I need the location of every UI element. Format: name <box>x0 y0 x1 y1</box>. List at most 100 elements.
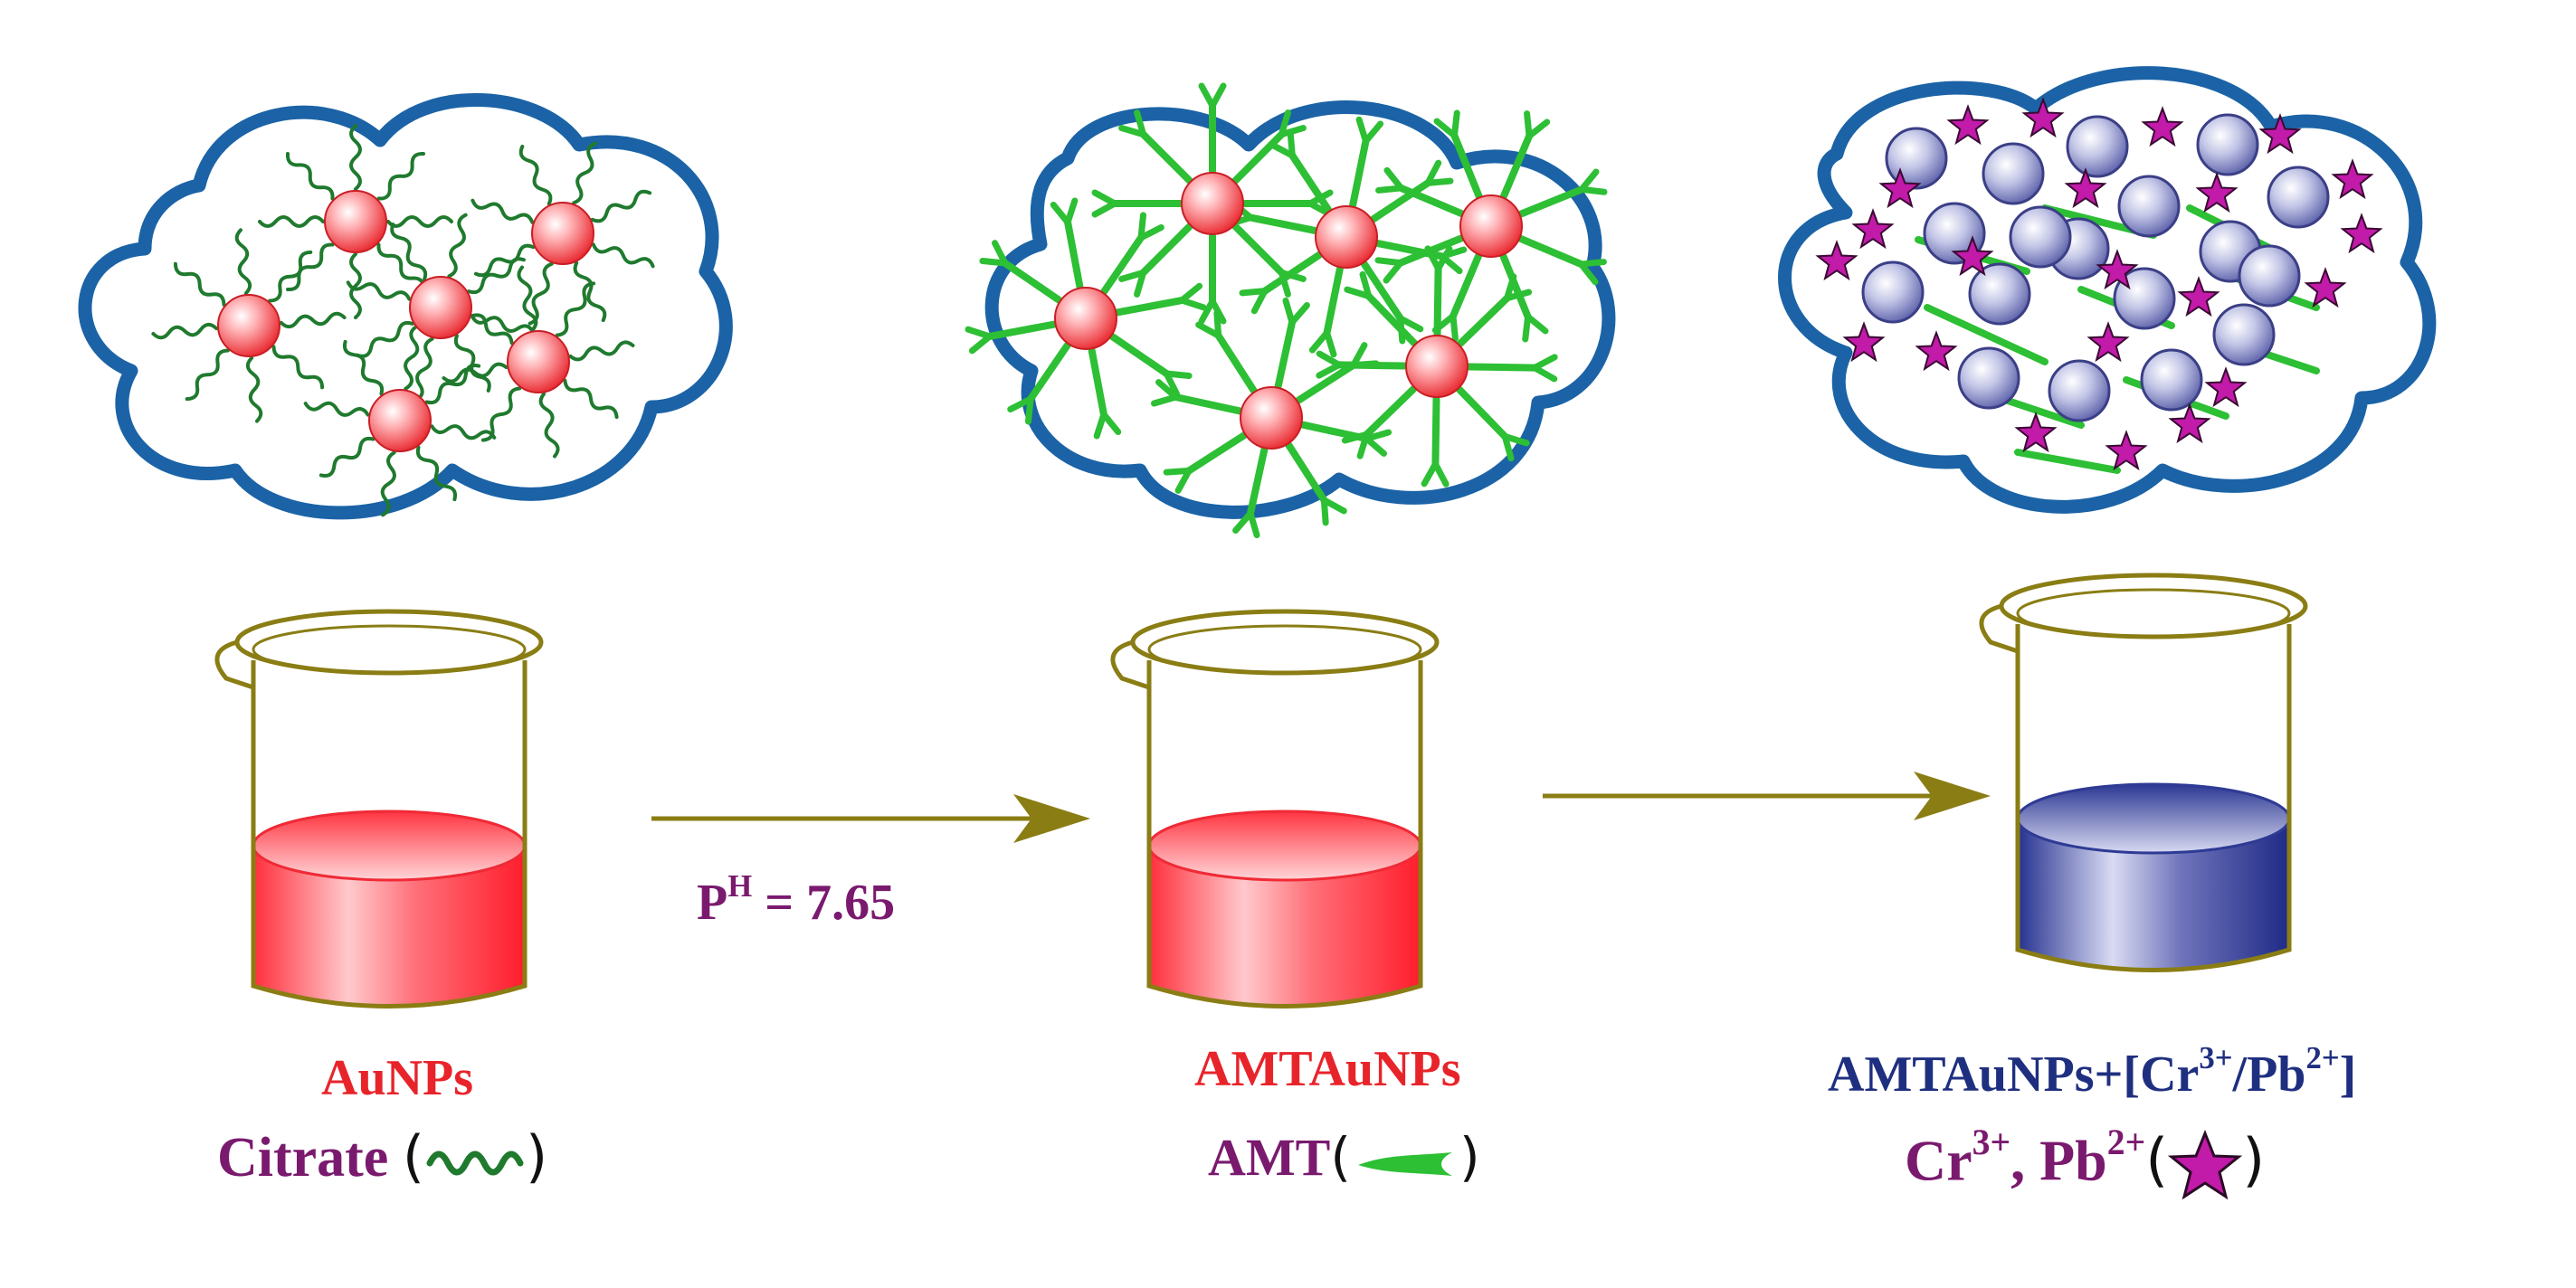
amt-ligand-fork <box>1577 260 1599 286</box>
cloud-3-aggregated-nps <box>1815 97 2383 474</box>
metal-ion-star <box>2168 402 2211 444</box>
metal-ion-star <box>2258 113 2302 155</box>
amt-ligand-fork <box>1424 245 1442 272</box>
amt-ligand-fork <box>1178 297 1207 311</box>
citrate-ligand <box>424 364 481 405</box>
metal-ion-star <box>2195 172 2239 213</box>
amt-ligand-fork <box>1435 245 1453 272</box>
amt-ligand-fork <box>1320 497 1329 526</box>
gold-nanoparticle <box>1240 386 1303 450</box>
amt-ligand-fork <box>1578 185 1608 195</box>
gold-nanoparticle <box>1405 335 1469 398</box>
metal-ion-star <box>2204 366 2248 408</box>
citrate-ligand <box>286 242 335 292</box>
amt-ligand-fork <box>1350 342 1368 369</box>
amt-ligand-fork <box>1450 312 1459 342</box>
amt-ligand-fork <box>1375 185 1405 194</box>
beaker-liquid-surface <box>1147 810 1422 882</box>
gold-nanoparticle <box>1181 172 1244 235</box>
amt-ligand-fork <box>1091 200 1118 218</box>
amt-ligand <box>1088 346 1107 419</box>
amt-ligand-fork <box>1137 212 1146 242</box>
amt-ligand-fork <box>1316 350 1343 368</box>
metal-ion-star <box>1951 235 1994 277</box>
amt-ligand <box>1231 130 1286 185</box>
citrate-ligand <box>453 334 491 393</box>
amt-ligand-icon <box>1357 1151 1452 1176</box>
amt-ligand <box>1349 137 1370 209</box>
beaker-wall <box>2015 624 2292 972</box>
amt-ligand-fork <box>1308 329 1331 354</box>
aggregated-nanoparticle <box>2212 303 2276 366</box>
amt-ligand-fork <box>1383 260 1404 284</box>
amt-ligand-fork <box>991 240 1009 267</box>
amt-ligand <box>1285 441 1328 504</box>
beaker-aggregated <box>1979 573 2308 972</box>
gold-nanoparticle <box>409 276 472 339</box>
amt-ligand <box>1274 318 1296 390</box>
citrate-ligand <box>413 336 434 402</box>
citrate-ligand <box>563 378 619 420</box>
amt-ligand <box>1499 252 1532 321</box>
amt-ligand-fork <box>1374 257 1404 267</box>
amt-ligand-fork <box>1278 109 1291 138</box>
citrate-ligand <box>590 189 652 223</box>
metal-ion-star <box>2014 412 2058 453</box>
amt-ligand-fork <box>1501 432 1515 462</box>
ions-legend: Cr3+, Pb2+() <box>1905 1122 2265 1204</box>
cloud-2-amt-aunps <box>965 82 1608 539</box>
citrate-ligand <box>470 314 536 335</box>
amt-ligand-fork <box>1007 395 1034 413</box>
gold-nanoparticle <box>1054 287 1117 350</box>
metal-ion-star <box>2141 106 2184 147</box>
metal-ion-star <box>2177 276 2220 317</box>
amt-ligand-fork <box>1178 282 1203 304</box>
aggregated-nanoparticle <box>2009 205 2072 269</box>
beaker-liquid <box>253 846 525 1007</box>
citrate-ligand <box>245 355 263 423</box>
aggregated-nanoparticle <box>2117 175 2181 238</box>
amt-ligand <box>1450 131 1483 200</box>
citrate-ligand <box>303 401 370 417</box>
amt-ligand-fork <box>1195 321 1222 339</box>
amt-ligand-fork <box>965 326 993 340</box>
amt-ligand <box>2014 449 2121 474</box>
citrate-ligand <box>415 445 457 502</box>
aggregated-nanoparticle <box>2140 348 2203 412</box>
amt-ligand-fork <box>1501 432 1530 447</box>
amt-ligand-fork <box>1155 379 1179 401</box>
citrate-ligand <box>173 261 226 307</box>
citrate-ligand <box>591 242 655 269</box>
amt-ligand <box>1323 265 1344 336</box>
amt-ligand-fork <box>1134 109 1147 138</box>
amt-ligand <box>1431 394 1440 468</box>
citrate-ligand <box>380 450 396 517</box>
amt-ligand-fork <box>1150 393 1179 407</box>
beaker-rim-inner <box>2016 588 2291 639</box>
amt-ligand-fork <box>968 333 993 355</box>
amt-ligand-fork <box>1100 411 1122 436</box>
aggregated-nanoparticle <box>2238 244 2301 308</box>
aggregated-nanoparticle <box>1885 127 1948 190</box>
amt-ligand-fork <box>1247 510 1260 539</box>
amt-ligand-fork <box>1431 460 1450 488</box>
amt-ligand-fork <box>1364 429 1393 442</box>
amt-ligand-fork <box>1355 116 1369 145</box>
beaker-amtaunps <box>1110 609 1440 1009</box>
amt-ligand-fork <box>1288 302 1310 326</box>
metal-ion-star <box>2331 158 2374 200</box>
citrate-ligand <box>568 340 635 362</box>
citrate-ligand <box>258 215 325 228</box>
aggregated-nanoparticle <box>2267 166 2330 229</box>
citrate-ligand <box>467 257 526 295</box>
metal-ion-star <box>2340 213 2383 254</box>
amt-ligand-fork <box>1198 298 1216 325</box>
amt-ligand <box>1449 252 1482 320</box>
cloud-3-outline <box>1778 66 2437 514</box>
metal-ion-star <box>1946 104 1990 146</box>
citrate-label: Citrate <box>217 1127 389 1189</box>
amt-ligand-fork <box>1250 288 1269 315</box>
amt-ligand-fork <box>1450 109 1460 139</box>
amt-ligand-fork <box>1522 313 1532 343</box>
